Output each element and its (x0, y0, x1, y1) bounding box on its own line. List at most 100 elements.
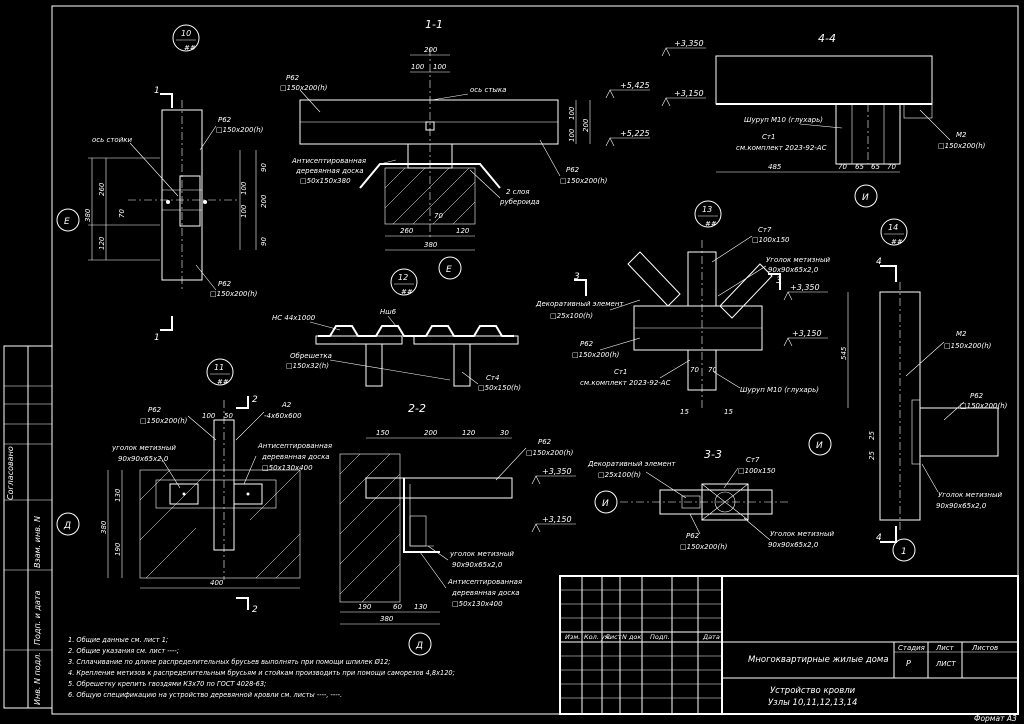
node12-sts: □50х150(h) (478, 384, 521, 392)
sec22-d200: 200 (424, 429, 438, 437)
node12-num: 12 (398, 273, 408, 282)
sec22-board3: □50х130х400 (452, 600, 503, 608)
sec44-circle: И (862, 193, 869, 203)
svg-text:##: ## (891, 238, 903, 246)
sec11-dv100b: 100 (568, 128, 576, 142)
sheet-frame (51, 5, 1019, 715)
th-date: Дата (702, 633, 720, 641)
node10-r200: 200 (260, 194, 268, 208)
node11-a2s: -4х60х600 (264, 412, 302, 420)
node14-m2: М2 (956, 330, 967, 338)
tb-sheets-h: Листов (971, 644, 998, 652)
sec22-d130: 130 (414, 603, 428, 611)
sec11-d100a: 100 (411, 63, 425, 71)
node10-d70: 70 (118, 209, 126, 218)
node14-cut-top: 4 (876, 257, 882, 267)
svg-text:##: ## (184, 44, 196, 52)
side-replaced-inv: Взам. инв. N (33, 516, 42, 568)
sec11-circle: Е (446, 265, 452, 275)
sec11-r1: Р62 (286, 74, 300, 82)
node11-board3: □50х130х400 (262, 464, 313, 472)
side-sign-date: Подп. и дата (33, 590, 42, 645)
node13-screw: Шуруп М10 (глухарь) (740, 386, 819, 394)
node13-ct7s: □100х150 (752, 236, 790, 244)
node11-ug: уголок метизный (111, 444, 176, 452)
node-13: 13 ## Ст7 □100х150 Уголок метизный 90х90… (535, 200, 830, 416)
node14-num: 14 (888, 223, 898, 232)
node11-circle: Д (63, 521, 71, 531)
node13-st1: Ст1 (614, 368, 627, 376)
node11-d100: 100 (202, 412, 216, 420)
sec33-ct7s: □100х150 (738, 467, 776, 475)
node14-d545: 545 (840, 346, 848, 360)
sec22-d150: 150 (376, 429, 390, 437)
sec33-title: 3-3 (704, 448, 722, 461)
svg-text:##: ## (705, 220, 717, 228)
node14-circle2: 1 (901, 547, 907, 557)
sec33-corner: Уголок метизный (770, 530, 834, 538)
th-ndok: N док. (622, 633, 643, 641)
sec22-ug: уголок метизный (449, 550, 514, 558)
sec11-d260: 260 (400, 227, 414, 235)
sec33-decs: □25х100(h) (598, 471, 641, 479)
node12-ns: Нш6 (380, 308, 397, 316)
sec33-circle: И (602, 499, 609, 509)
node13-d15a: 15 (680, 408, 689, 416)
node11-ugs: 90х90х65х2,0 (118, 455, 169, 463)
node11-board1: Антисептированная (257, 442, 332, 450)
sec22-board2: деревянная доска (451, 589, 520, 597)
node12-st: Ст4 (486, 374, 499, 382)
node10-r90b: 90 (260, 237, 268, 246)
sec11-d380: 380 (424, 241, 438, 249)
side-agreed: Согласовано (6, 446, 15, 500)
node10-rb-bot-sec: □150х200(h) (210, 290, 258, 298)
sec44-title: 4-4 (818, 32, 836, 45)
note-3: 3. Сплачивание по длине распределительны… (68, 658, 390, 666)
node10-cut1-top: 1 (154, 86, 160, 96)
node12-nc: НС 44х1000 (272, 314, 316, 322)
sec22-board1: Антисептированная (447, 578, 522, 586)
node13-cut3-r: 3 (776, 276, 782, 286)
node13-r62s: □150х200(h) (572, 351, 620, 359)
node10-r90a: 90 (260, 163, 268, 172)
sec22-d60: 60 (393, 603, 402, 611)
node14-r62s: □150х200(h) (960, 402, 1008, 410)
tb-stage: Р (906, 659, 911, 668)
sec11-axis: ось стыка (470, 86, 506, 94)
note-4: 4. Крепление метизов к распределительным… (68, 669, 455, 677)
sec44-screw: Шуруп М10 (глухарь) (744, 116, 823, 124)
node11-cut-top: 2 (252, 395, 258, 405)
sec11-rub1: 2 слоя (506, 188, 530, 196)
node12-ob: Обрешетка (290, 352, 332, 360)
node13-d70a: 70 (690, 366, 699, 374)
node10-axis: ось стойки (92, 136, 132, 144)
node12-obs: □150х32(h) (286, 362, 329, 370)
node11-board2: деревянная доска (261, 453, 330, 461)
node13-decs: □25х100(h) (550, 312, 593, 320)
node14-r62: Р62 (970, 392, 984, 400)
sec11-dv100a: 100 (568, 106, 576, 120)
sec11-d70: 70 (434, 212, 443, 220)
node10-d260: 260 (98, 182, 106, 196)
sec11-board2: деревянная доска (295, 167, 364, 175)
node11-a2: А2 (281, 401, 292, 409)
node11-d400: 400 (210, 579, 224, 587)
node11-r62s: □150х200(h) (140, 417, 188, 425)
title-block: Изм. Кол. уч. Лист N док. Подп. Дата Мно… (559, 575, 1019, 715)
node13-lvl1: +3,350 (790, 283, 820, 292)
sec33-dec: Декоративный элемент (587, 460, 676, 468)
sec44-st1ref: см.комплект 2023-92-АС (736, 144, 827, 152)
node14-cut-bot: 4 (876, 533, 882, 543)
node13-corners: 90х90х65х2,0 (768, 266, 819, 274)
node13-num: 13 (702, 205, 712, 214)
sec44-d65b: 65 (871, 163, 880, 171)
node10-d380: 380 (84, 208, 92, 222)
side-stamp: Согласовано Взам. инв. N Подп. и дата Ин… (3, 345, 53, 709)
sec44-st1: Ст1 (762, 133, 775, 141)
sec22-d120: 120 (462, 429, 476, 437)
node14-d25a: 25 (868, 431, 876, 440)
sec11-r2: Р62 (566, 166, 580, 174)
node14-circle: И (816, 441, 823, 451)
th-izm: Изм. (565, 633, 580, 641)
sec44-d70a: 70 (838, 163, 847, 171)
